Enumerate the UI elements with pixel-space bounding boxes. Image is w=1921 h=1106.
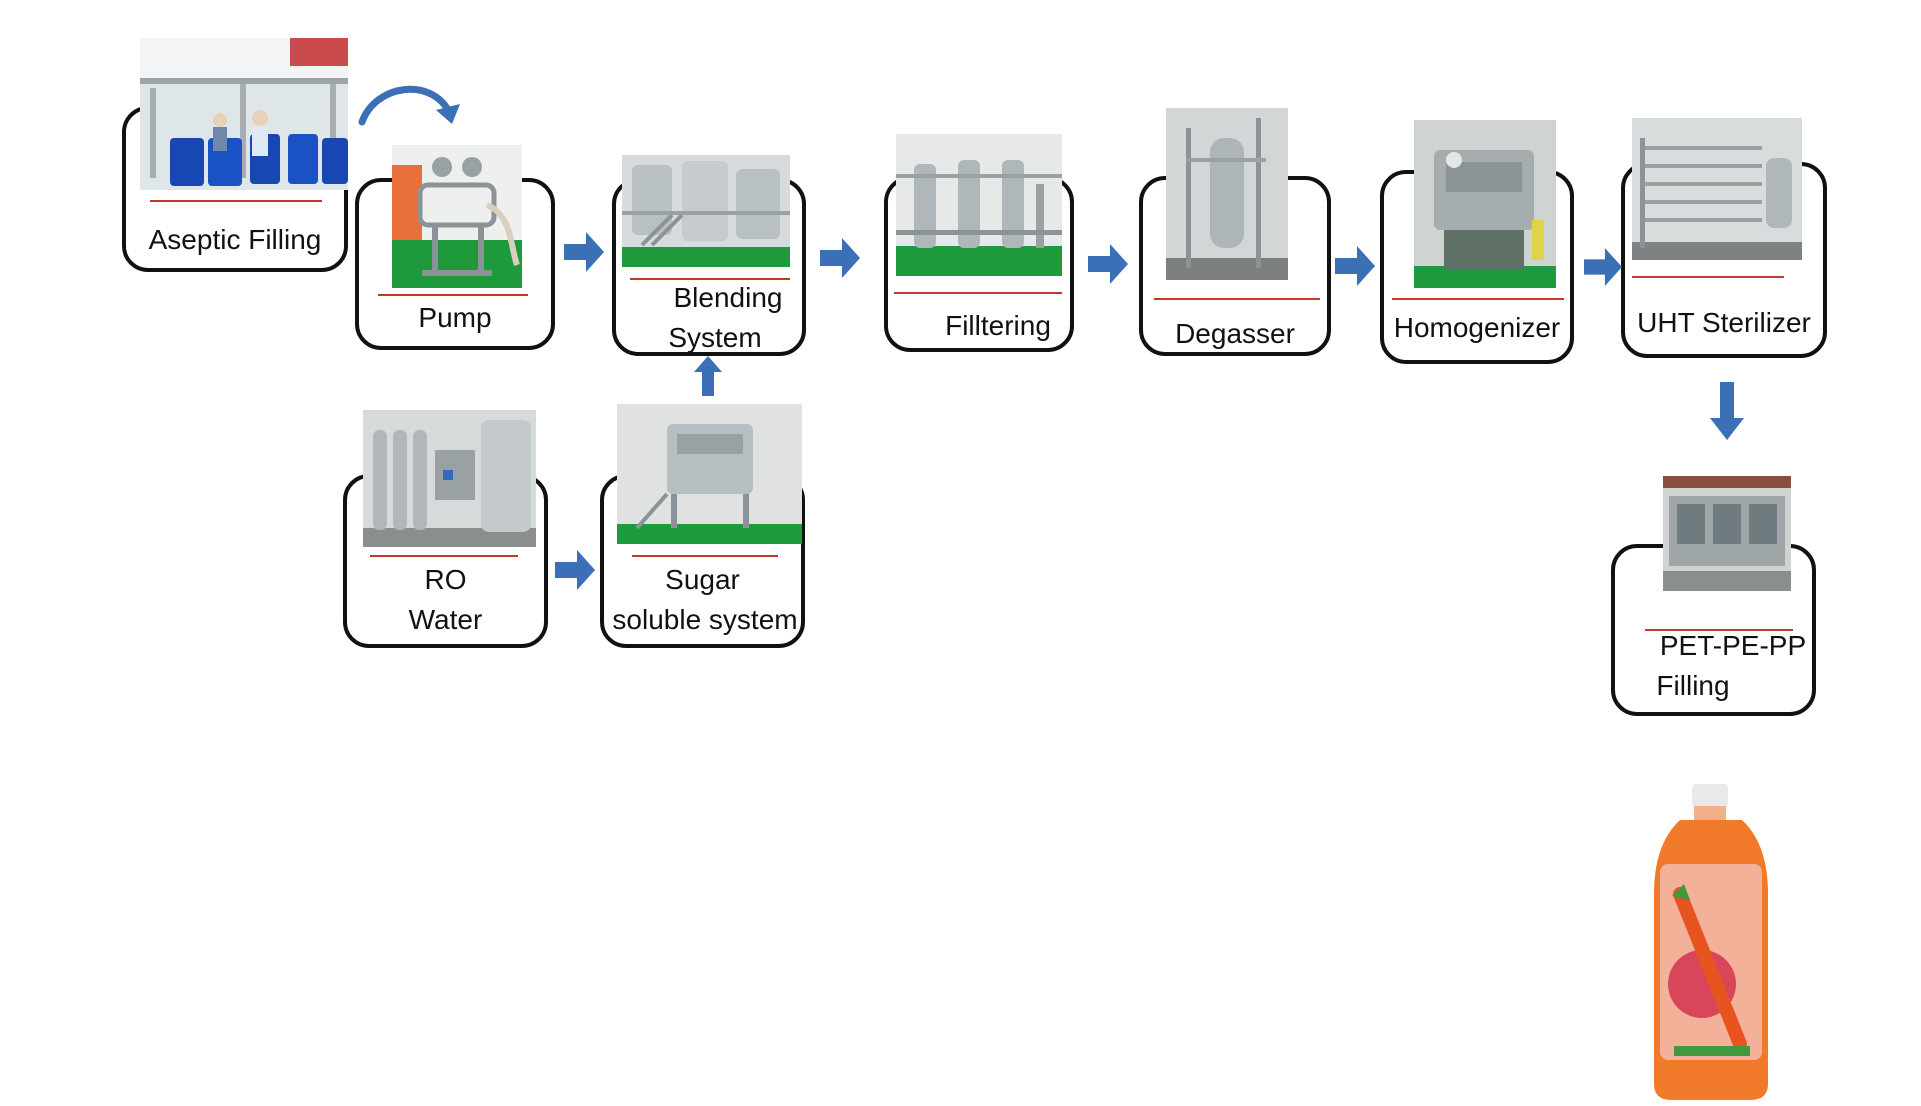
step-label: PET-PE-PP (1659, 630, 1807, 661)
arrow-down-icon (1710, 382, 1744, 440)
filltering-photo (896, 134, 1062, 276)
arrow-right-icon (1088, 242, 1128, 286)
caption-rule (632, 555, 778, 557)
arrow-up-icon (694, 356, 722, 396)
step-label: Pump (418, 302, 492, 333)
uht-sterilizer-photo (1632, 118, 1802, 260)
step-label: soluble system (612, 604, 798, 635)
arrow-right-icon (554, 548, 596, 592)
step-label: Aseptic Filling (148, 224, 322, 255)
sugar-soluble-system-photo (617, 404, 802, 544)
arrow-right-icon (1335, 244, 1375, 288)
arrow-right-icon (820, 236, 860, 280)
step-label: Water (408, 604, 483, 635)
curved-arrow-icon (356, 80, 464, 126)
caption-rule (1645, 629, 1793, 631)
pet-pe-pp-filling-photo (1663, 476, 1791, 591)
juice-bottle-image (1650, 784, 1772, 1106)
arrow-right-icon (564, 230, 604, 274)
arrow-right-icon (1584, 246, 1622, 288)
step-label: UHT Sterilizer (1637, 307, 1811, 338)
blending-system-photo (622, 155, 790, 267)
step-label: Filltering (945, 310, 1051, 341)
step-label: Homogenizer (1393, 312, 1561, 343)
step-label: System (668, 322, 762, 353)
step-label: Degasser (1175, 318, 1295, 349)
step-label: Filling (1656, 670, 1730, 701)
pump-photo (392, 145, 522, 288)
caption-rule (894, 292, 1062, 294)
aseptic-filling-photo (140, 38, 348, 190)
caption-rule (1154, 298, 1320, 300)
degasser-photo (1166, 108, 1288, 280)
step-label: Blending (673, 282, 783, 313)
ro-water-photo (363, 410, 536, 547)
caption-rule (630, 278, 790, 280)
caption-rule (1392, 298, 1564, 300)
homogenizer-photo (1414, 120, 1556, 288)
step-label: Sugar (665, 564, 740, 595)
caption-rule (370, 555, 518, 557)
caption-rule (1632, 276, 1784, 278)
caption-rule (378, 294, 528, 296)
caption-rule (150, 200, 322, 202)
step-label: RO (424, 564, 467, 595)
